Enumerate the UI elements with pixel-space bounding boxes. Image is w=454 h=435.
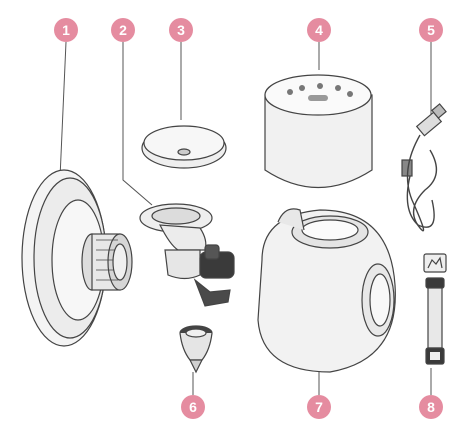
callout-number: 8 xyxy=(427,399,435,415)
callout-7: 7 xyxy=(307,395,331,419)
callout-5: 5 xyxy=(419,18,443,42)
callout-6: 6 xyxy=(181,395,205,419)
callout-2: 2 xyxy=(111,18,135,42)
motor-unit xyxy=(265,75,372,188)
callout-number: 7 xyxy=(315,399,323,415)
callout-3: 3 xyxy=(169,18,193,42)
duckbill-valve xyxy=(180,326,212,372)
callout-8: 8 xyxy=(419,395,443,419)
callout-number: 4 xyxy=(315,22,323,38)
collection-cup xyxy=(258,209,395,372)
callout-number: 5 xyxy=(427,22,435,38)
silicone-membrane xyxy=(142,126,226,168)
callout-number: 6 xyxy=(189,399,197,415)
strap-clip xyxy=(424,254,446,364)
callout-1: 1 xyxy=(54,18,78,42)
usb-charging-cable xyxy=(402,104,446,231)
callout-number: 2 xyxy=(119,22,127,38)
callout-number: 1 xyxy=(62,22,70,38)
flange-backplate xyxy=(22,170,132,346)
callout-4: 4 xyxy=(307,18,331,42)
silicone-breast-shield xyxy=(140,204,234,306)
callout-number: 3 xyxy=(177,22,185,38)
